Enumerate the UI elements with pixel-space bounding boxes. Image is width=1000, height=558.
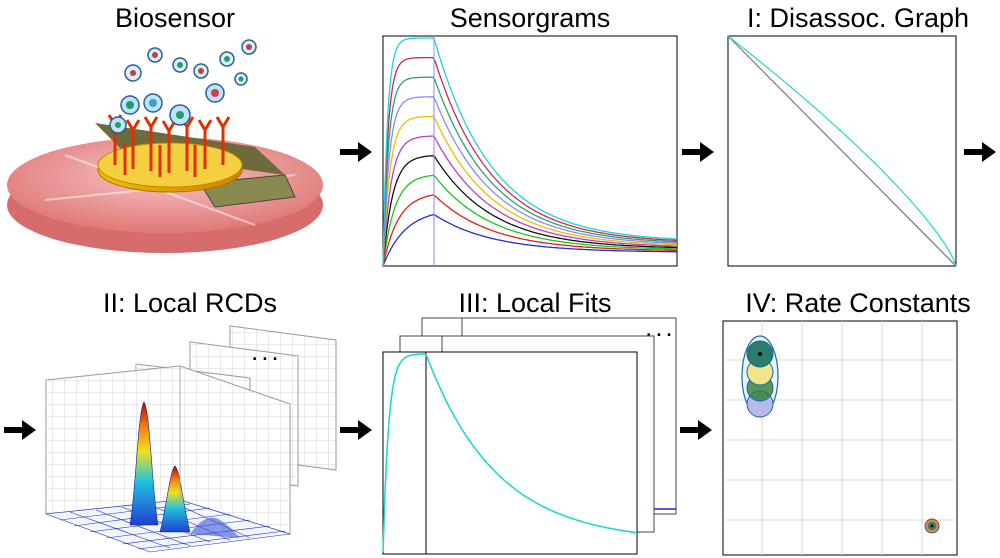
disassoc-graph-plot [727, 35, 957, 267]
fit-plot-front [382, 351, 638, 555]
rate-marker-single [924, 518, 940, 534]
rcd-peak-minor [159, 465, 191, 533]
arrow-icon [964, 142, 996, 162]
fit-curve [382, 353, 638, 553]
sensorgram-curve [382, 155, 677, 267]
arrow-icon [4, 420, 36, 440]
arrow-icon [680, 420, 712, 440]
disassoc-graph-title: I: Disassoc. Graph [746, 3, 970, 33]
arrow-icon [340, 420, 372, 440]
sensorgram-curve [382, 76, 678, 267]
local-fits-plot: . . . [382, 316, 678, 556]
local-rcds-plot: . . . [40, 320, 340, 556]
sensorgram-curve [382, 115, 678, 267]
sensorgram-curve [382, 174, 677, 267]
sensorgram-curve [382, 214, 678, 267]
local-rcds-title: II: Local RCDs [102, 288, 278, 318]
biosensor-illustration [5, 35, 335, 285]
biosensor-title: Biosensor [114, 3, 236, 33]
diagonal-reference-line [727, 35, 957, 267]
sensorgram-curve [382, 37, 678, 267]
disassoc-curve [727, 35, 957, 267]
rcd-peak-major [129, 401, 159, 526]
rcds-ellipsis: . . . [252, 348, 278, 364]
analyte-molecules [109, 39, 257, 134]
local-fits-title: III: Local Fits [458, 288, 612, 318]
sensorgram-curve [382, 135, 678, 267]
rate-constants-plot [722, 320, 958, 556]
rate-constants-title: IV: Rate Constants [745, 288, 971, 318]
sensorgrams-plot [382, 35, 678, 267]
rate-marker-cluster [741, 335, 779, 418]
arrow-icon [340, 142, 372, 162]
arrow-icon [682, 142, 714, 162]
sensorgram-curve [382, 194, 677, 267]
sensorgram-curve [382, 56, 678, 267]
sensorgram-curve [382, 96, 678, 267]
sensorgrams-title: Sensorgrams [449, 3, 611, 33]
